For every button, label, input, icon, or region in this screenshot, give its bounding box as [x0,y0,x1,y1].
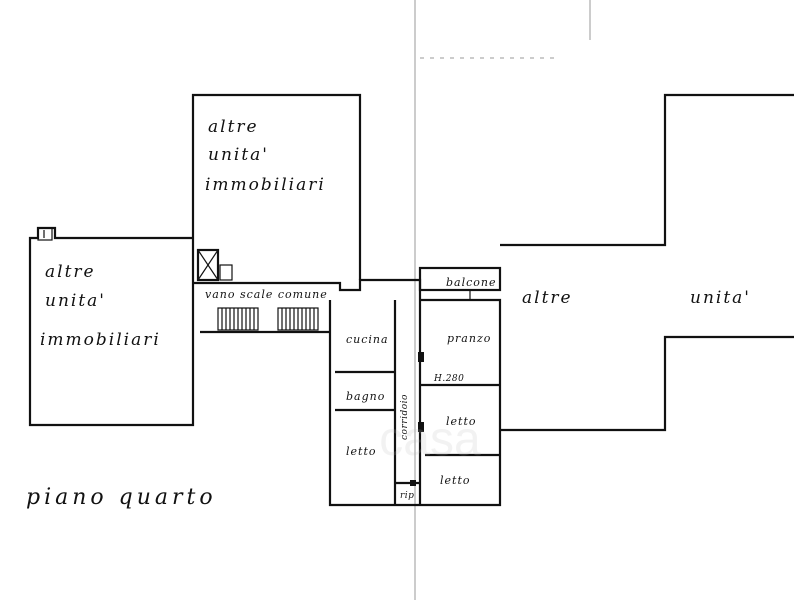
balcony-outline [418,266,502,292]
height-note: H.280 [433,374,464,384]
upper-unit-label-1: altre [208,117,259,137]
column-2 [418,422,424,432]
left-unit-label-3: immobiliari [40,330,161,350]
right-unit-outline [500,93,794,247]
floor-title: piano quarto [26,485,217,510]
elevator-diagonal-2 [197,249,219,281]
shaft-niche [219,264,233,281]
room-balcone: balcone [446,276,497,289]
elevator-icon [196,248,220,282]
stair-label: vano scale comune [205,288,328,301]
room-cucina: cucina [346,333,389,346]
room-bagno: bagno [346,390,385,403]
apartment-outline [328,300,502,507]
stair-steps-left [217,307,259,331]
upper-unit-outline [191,93,362,325]
room-rip: rip [400,491,414,501]
watermark-text: casa [379,413,481,466]
stair-steps-right [277,307,319,331]
room-letto-right-upper: letto [446,415,477,428]
room-letto-left: letto [346,445,377,458]
room-letto-right-lower: letto [440,474,471,487]
right-unit-label-1: altre [522,288,573,308]
upper-unit-label-2: unita' [208,145,269,165]
column-1 [418,352,424,362]
room-pranzo: pranzo [447,332,491,345]
column-3 [410,480,416,486]
left-unit-label-2: unita' [45,291,106,311]
left-unit-label-1: altre [45,262,96,282]
room-corridoio: corridoio [400,394,410,440]
apartment-right-wall [420,298,502,460]
chimney-icon [37,227,53,241]
left-unit-outline [28,226,195,427]
right-unit-lower [500,335,794,432]
upper-unit-label-3: immobiliari [205,175,326,195]
right-unit-label-2: unita' [690,288,751,308]
